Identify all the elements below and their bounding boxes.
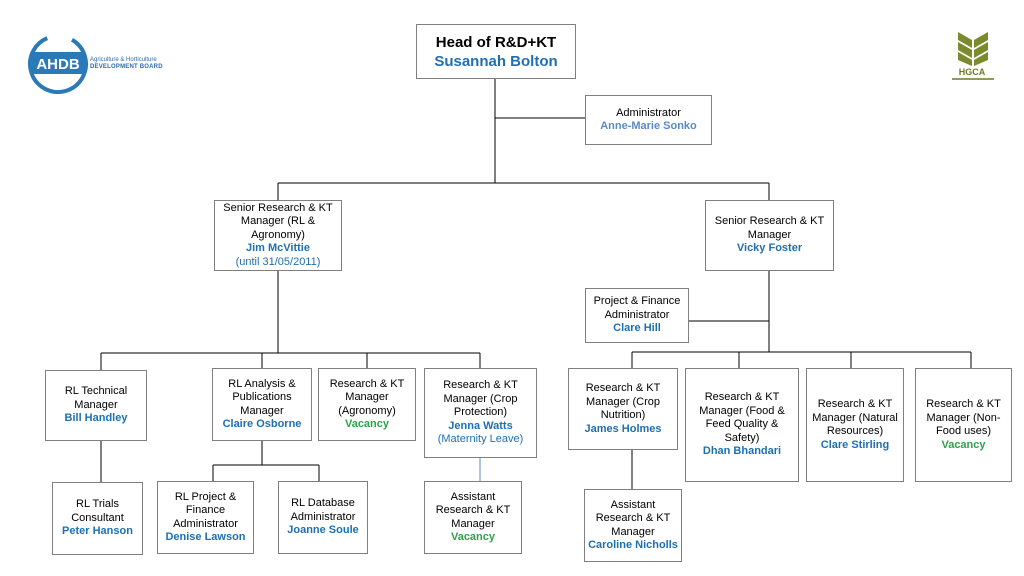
person-name: Peter Hanson bbox=[62, 525, 133, 538]
rl-trials-consultant-box: RL Trials Consultant Peter Hanson bbox=[52, 482, 143, 555]
role-title: Head of R&D+KT bbox=[435, 33, 557, 51]
role-title: Research & KT Manager (Crop Nutrition) bbox=[585, 382, 661, 421]
person-name: Vacancy bbox=[344, 418, 390, 430]
role-title: Senior Research & KT Manager bbox=[714, 215, 825, 241]
person-name: Vicky Foster bbox=[736, 242, 803, 255]
person-name: Claire Osborne bbox=[222, 418, 302, 430]
person-name: Clare Stirling bbox=[820, 438, 890, 451]
research-kt-food-quality-box: Research & KT Manager (Food & Feed Quali… bbox=[685, 368, 799, 482]
research-kt-agronomy-box: Research & KT Manager (Agronomy) Vacancy bbox=[318, 368, 416, 441]
role-title: Research & KT Manager (Agronomy) bbox=[329, 377, 405, 417]
role-title: RL Technical Manager bbox=[64, 385, 128, 411]
research-kt-crop-protection-box: Research & KT Manager (Crop Protection) … bbox=[424, 368, 537, 458]
head-of-rd-kt-box: Head of R&D+KT Susannah Bolton bbox=[416, 24, 576, 79]
research-kt-non-food-box: Research & KT Manager (Non-Food uses) Va… bbox=[915, 368, 1012, 482]
role-title: Project & Finance Administrator bbox=[593, 295, 681, 321]
rl-technical-manager-box: RL Technical Manager Bill Handley bbox=[45, 370, 147, 441]
hgca-logo-text: HGCA bbox=[958, 67, 986, 77]
assistant-research-kt-manager-box: Assistant Research & KT Manager Vacancy bbox=[424, 481, 522, 554]
role-title: RL Trials Consultant bbox=[71, 498, 124, 524]
senior-manager-box: Senior Research & KT Manager Vicky Foste… bbox=[705, 200, 834, 271]
person-name: Susannah Bolton bbox=[434, 52, 558, 70]
senior-manager-rl-agronomy-box: Senior Research & KT Manager (RL & Agron… bbox=[214, 200, 342, 271]
person-name: Dhan Bhandari bbox=[702, 445, 782, 458]
person-note: (Maternity Leave) bbox=[437, 433, 524, 446]
person-name: Anne-Marie Sonko bbox=[600, 120, 697, 132]
role-title: Research & KT Manager (Crop Protection) bbox=[443, 379, 518, 419]
role-title: RL Project & Finance Administrator bbox=[173, 490, 238, 530]
ahdb-subtitle-line1: Agriculture & Horticulture bbox=[90, 57, 157, 63]
role-title: Assistant Research & KT Manager bbox=[435, 490, 511, 530]
person-name: Joanne Soule bbox=[287, 524, 359, 537]
role-title: RL Analysis & Publications Manager bbox=[228, 377, 296, 417]
assistant-research-kt-manager-box: Assistant Research & KT Manager Caroline… bbox=[584, 489, 682, 562]
research-kt-crop-nutrition-box: Research & KT Manager (Crop Nutrition) J… bbox=[568, 368, 678, 450]
role-title: Research & KT Manager (Non-Food uses) bbox=[926, 398, 1001, 437]
project-finance-administrator-box: Project & Finance Administrator Clare Hi… bbox=[585, 288, 689, 343]
ahdb-logo-text: AHDB bbox=[36, 56, 79, 73]
person-name: Bill Handley bbox=[64, 412, 128, 425]
role-title: Senior Research & KT Manager (RL & Agron… bbox=[223, 201, 333, 241]
rl-analysis-publications-box: RL Analysis & Publications Manager Clair… bbox=[212, 368, 312, 441]
role-title: Research & KT Manager (Natural Resources… bbox=[812, 398, 898, 437]
hgca-wheat-icon bbox=[952, 32, 994, 80]
rl-database-administrator-box: RL Database Administrator Joanne Soule bbox=[278, 481, 368, 554]
ahdb-logo: AHDB bbox=[27, 34, 88, 94]
person-name: James Holmes bbox=[584, 422, 662, 435]
ahdb-subtitle-line2: DEVELOPMENT BOARD bbox=[90, 64, 163, 70]
rl-project-finance-administrator-box: RL Project & Finance Administrator Denis… bbox=[157, 481, 254, 554]
research-kt-natural-resources-box: Research & KT Manager (Natural Resources… bbox=[806, 368, 904, 482]
person-name: Jim McVittie bbox=[246, 242, 310, 255]
person-name: Vacancy bbox=[450, 531, 496, 543]
person-name: Jenna Watts bbox=[448, 419, 513, 432]
person-note: (until 31/05/2011) bbox=[235, 255, 321, 268]
role-title: Administrator bbox=[616, 106, 681, 119]
role-title: Research & KT Manager (Food & Feed Quali… bbox=[699, 391, 785, 444]
administrator-box: Administrator Anne-Marie Sonko bbox=[585, 95, 712, 145]
person-name: Caroline Nicholls bbox=[588, 539, 678, 551]
person-name: Vacancy bbox=[941, 438, 986, 451]
role-title: RL Database Administrator bbox=[290, 497, 356, 523]
person-name: Denise Lawson bbox=[165, 531, 246, 543]
role-title: Assistant Research & KT Manager bbox=[595, 498, 671, 538]
person-name: Clare Hill bbox=[613, 322, 661, 335]
